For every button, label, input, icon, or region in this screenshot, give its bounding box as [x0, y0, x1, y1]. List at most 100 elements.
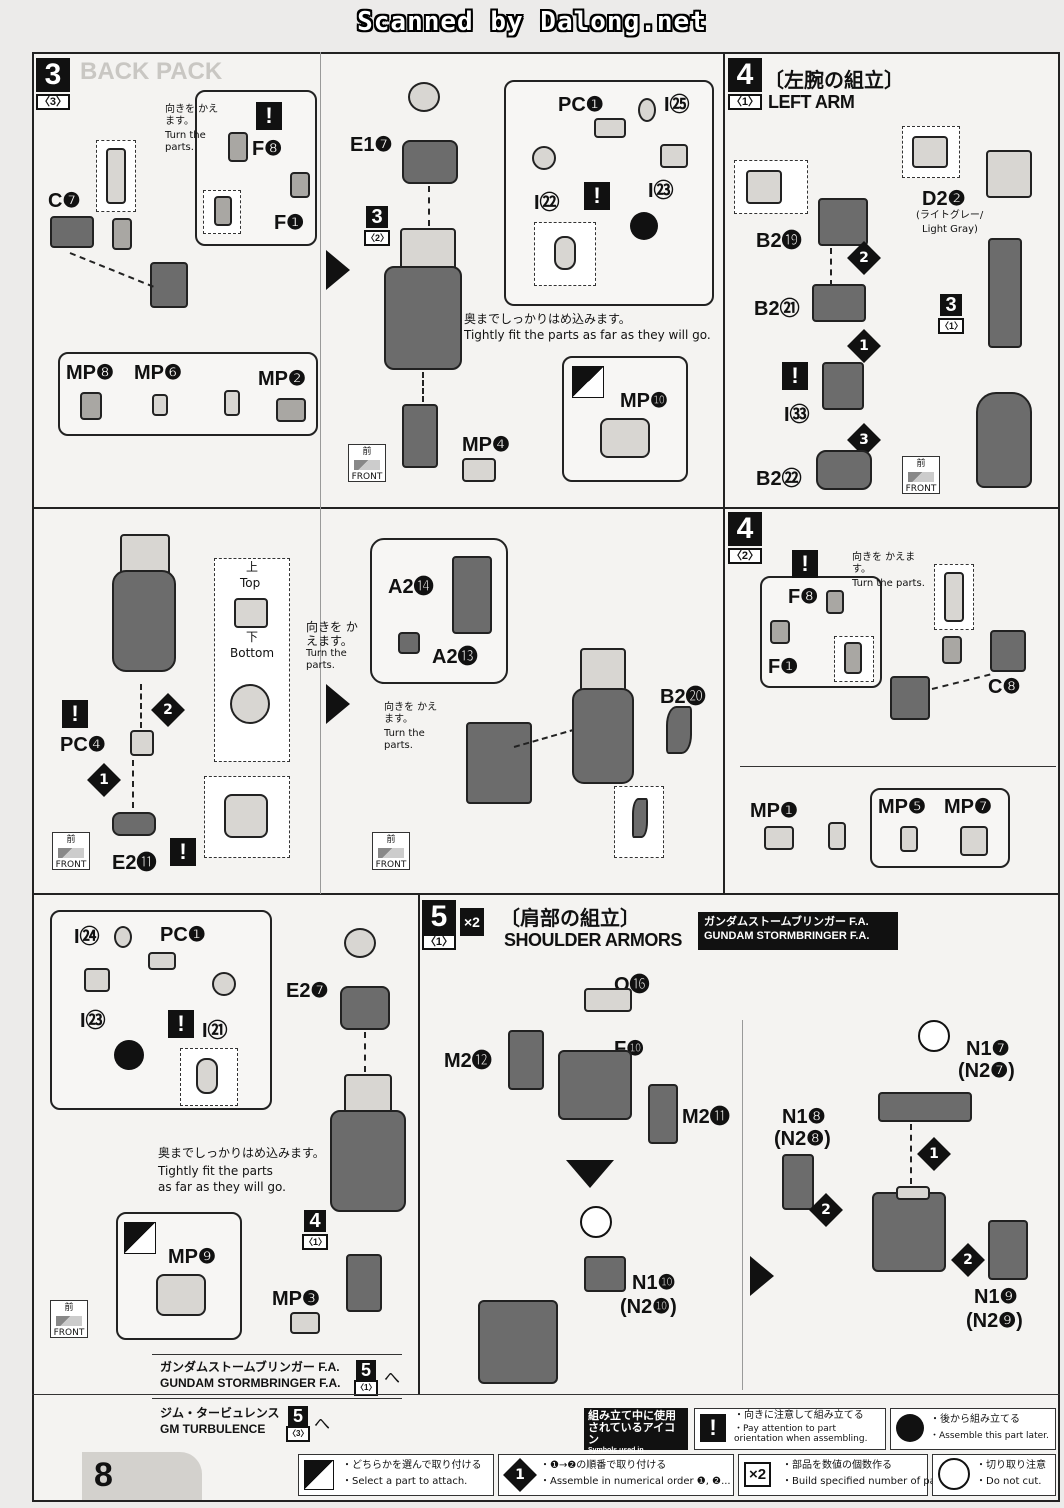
step-number: 4	[728, 512, 762, 546]
part-label-n29: (N2❾)	[966, 1310, 1023, 1332]
section-title-jp: 〔左腕の組立〕	[764, 68, 904, 92]
fit-note-jp: 奥までしっかりはめ込みます。	[464, 312, 631, 326]
part-shape	[764, 826, 794, 850]
part-label-f1: F❶	[768, 656, 799, 678]
ref-substep: 〈1〉	[302, 1234, 328, 1250]
part-label-mp7: MP❼	[944, 796, 992, 818]
warning-icon: !	[782, 362, 808, 390]
jump-arrow-icon: へ	[314, 1414, 331, 1433]
part-shape	[782, 1154, 814, 1210]
part-shape	[816, 450, 872, 490]
ref-substep: 〈2〉	[364, 230, 390, 246]
fit-note-en1: Tightly fit the parts	[158, 1164, 273, 1178]
part-shape	[344, 928, 376, 958]
part-label-e211: E2⓫	[112, 852, 157, 874]
next-step-1-number: 5	[356, 1360, 376, 1380]
legend-title-jp2: されているアイコン	[588, 1422, 676, 1446]
warning-icon: !	[700, 1414, 726, 1442]
variant-en: GUNDAM STORMBRINGER F.A.	[704, 930, 870, 942]
front-en: FRONT	[905, 484, 937, 494]
part-shape	[828, 822, 846, 850]
part-label-i21: I㉑	[202, 1020, 228, 1042]
part-shape	[900, 826, 918, 852]
part-label-pc1: PC❶	[558, 94, 604, 116]
step-number: 5	[422, 900, 456, 934]
part-shape	[508, 1030, 544, 1090]
part-shape	[822, 362, 864, 410]
warning-icon: !	[62, 700, 88, 728]
part-label-mp8: MP❽	[66, 362, 114, 384]
part-label-i23: I㉓	[648, 180, 674, 202]
part-shape	[290, 1312, 320, 1334]
part-shape	[770, 620, 790, 644]
part-label-f1: F❶	[274, 212, 305, 234]
part-shape	[452, 556, 492, 634]
order-marker-1: 1	[917, 1137, 951, 1171]
part-shape	[632, 798, 648, 838]
part-shape	[80, 392, 102, 420]
part-shape	[330, 1110, 406, 1212]
substep-label: 〈3〉	[36, 94, 70, 110]
substep-label: 〈1〉	[728, 94, 762, 110]
part-label-n19: N1❾	[974, 1286, 1018, 1308]
part-shape	[584, 988, 632, 1012]
part-label-i24: I㉔	[74, 926, 100, 948]
part-label-i33: I㉝	[784, 404, 810, 426]
turn-note-jp: 向きを かえます。	[852, 552, 916, 575]
part-shape	[942, 636, 962, 664]
fit-note-jp: 奥までしっかりはめ込みます。	[158, 1146, 325, 1160]
order-marker-2: 2	[951, 1243, 985, 1277]
part-label-mp4: MP❹	[462, 434, 510, 456]
part-label-b221: B2㉑	[754, 298, 800, 320]
part-shape	[986, 150, 1032, 198]
part-label-mp10: MP❿	[620, 390, 668, 412]
do-not-cut-icon	[580, 1206, 612, 1238]
part-shape	[826, 590, 844, 614]
bottom-en: Bottom	[230, 646, 275, 660]
substep-label: 〈1〉	[422, 934, 456, 950]
turn-note-en: Turn the parts.	[852, 578, 925, 589]
part-shape	[228, 132, 248, 162]
part-shape	[224, 794, 268, 838]
legend-warning-en: ・Pay attention to part orientation when …	[734, 1424, 868, 1444]
legend-item-warning	[694, 1408, 886, 1450]
part-shape	[224, 390, 240, 416]
turn-note-en: Turn the parts.	[384, 728, 425, 751]
order-marker-2: 2	[151, 693, 185, 727]
part-shape	[818, 198, 868, 246]
front-jp: 前	[362, 447, 372, 457]
section-title-en: SHOULDER ARMORS	[504, 930, 682, 950]
flow-arrow	[326, 684, 350, 724]
part-label-pc4: PC❹	[60, 734, 106, 756]
part-shape	[130, 730, 154, 756]
part-shape	[112, 218, 132, 250]
section-title-en: LEFT ARM	[768, 92, 855, 112]
part-label-e17: E1❼	[350, 134, 393, 156]
part-shape	[398, 632, 420, 654]
front-arrow-icon	[908, 472, 934, 482]
part-shape	[408, 82, 440, 112]
legend-cut-en: ・Do not cut.	[976, 1476, 1042, 1487]
flow-arrow	[326, 250, 350, 290]
legend-select-jp: ・どちらかを選んで取り付ける	[342, 1460, 482, 1471]
next-step-2-sub: 〈3〉	[286, 1426, 310, 1442]
orientation-detail-box	[214, 558, 290, 762]
order-icon: 1	[503, 1458, 537, 1492]
legend-order-jp: ・❶→❷の順番で取り付ける	[540, 1460, 667, 1471]
part-label-c7: C❼	[48, 190, 81, 212]
part-shape	[346, 1254, 382, 1312]
do-not-cut-icon	[938, 1458, 970, 1490]
assembly-dash	[140, 684, 142, 728]
part-label-mp9: MP❾	[168, 1246, 216, 1268]
front-en: FRONT	[375, 860, 407, 870]
part-shape	[466, 722, 532, 804]
part-shape	[112, 570, 176, 672]
assembly-dash	[422, 372, 424, 402]
part-shape	[478, 1300, 558, 1384]
part-shape	[152, 394, 168, 416]
part-shape	[156, 1274, 206, 1316]
front-jp: 前	[386, 835, 396, 845]
d2-color-en: Light Gray)	[922, 224, 978, 235]
front-arrow-icon	[378, 848, 404, 858]
